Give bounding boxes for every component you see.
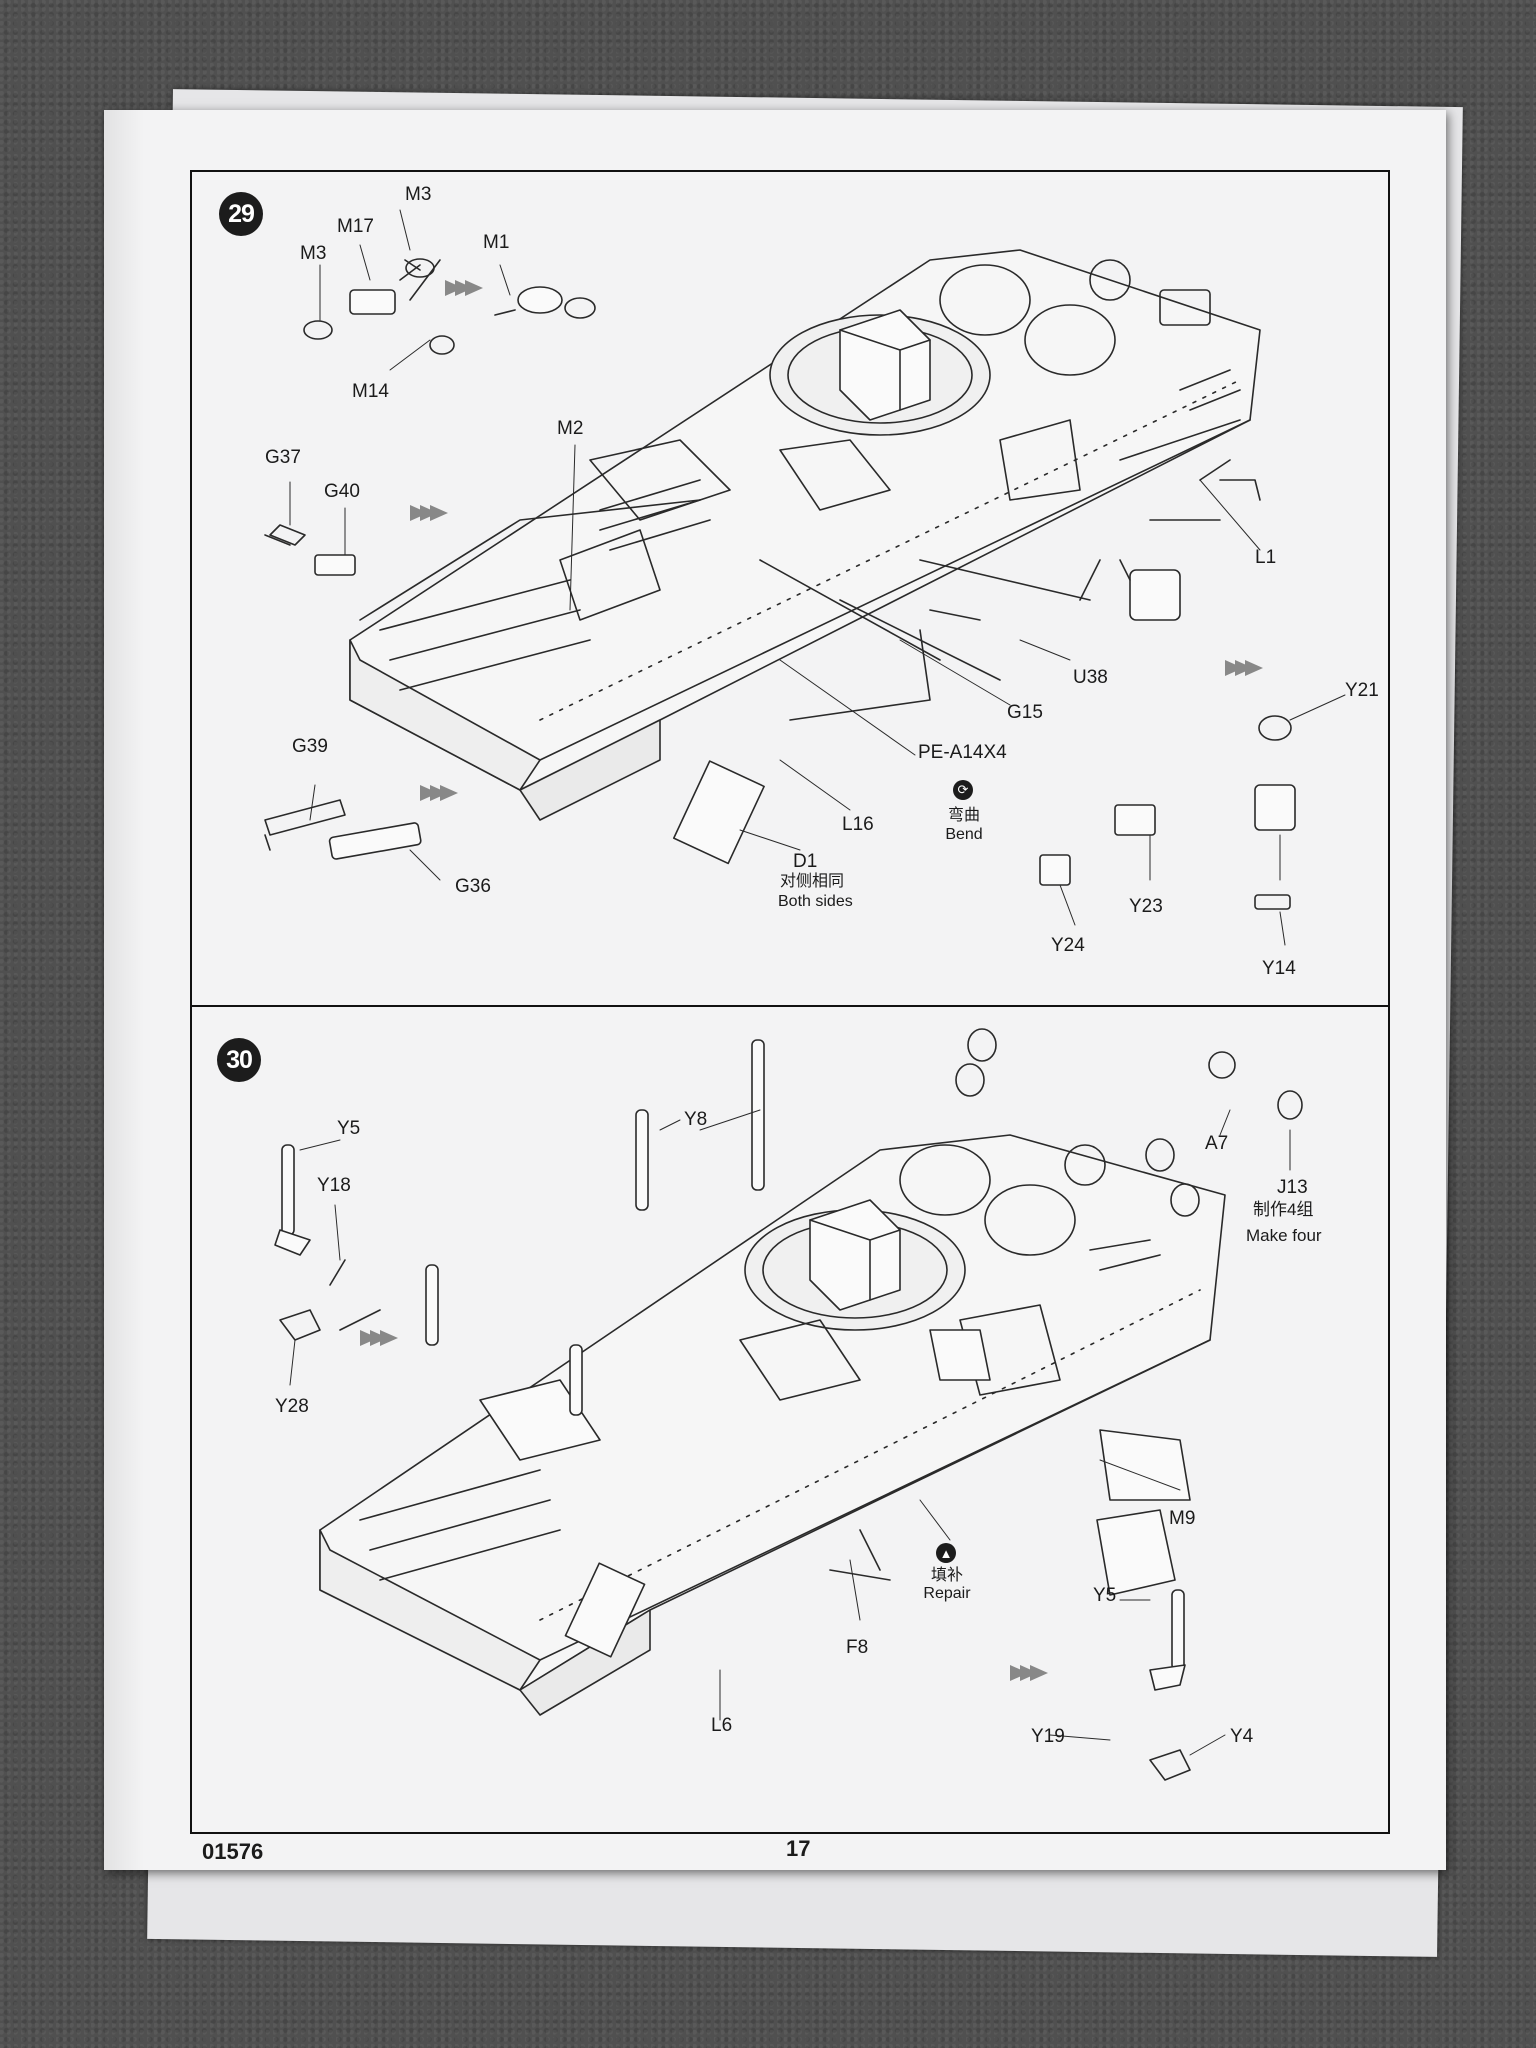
subparts-step29 <box>264 258 1296 910</box>
label-j13: J13 <box>1277 1177 1308 1198</box>
note-bend-chinese: 弯曲 <box>947 807 980 824</box>
note-make-four-chinese: 制作4组 <box>1253 1200 1314 1219</box>
label-y5: Y5 <box>1093 1585 1117 1606</box>
label-y5: Y5 <box>337 1118 361 1139</box>
repair-icon: ▲ <box>936 1543 956 1563</box>
label-y23: Y23 <box>1129 896 1163 917</box>
label-m14: M14 <box>352 381 389 402</box>
page-fold-shadow <box>104 110 144 1870</box>
note-both-sides-chinese: 对侧相同 <box>780 873 845 890</box>
label-g39: G39 <box>292 736 328 757</box>
leaders-step30 <box>289 1109 1291 1756</box>
bend-icon: ⟳ <box>953 780 973 800</box>
label-g15: G15 <box>1007 702 1043 723</box>
assembly-arrow-icon <box>360 1330 1048 1681</box>
note-repair-chinese: 填补 <box>930 1567 963 1584</box>
hull-drawing-step29 <box>349 249 1261 865</box>
label-a7: A7 <box>1205 1133 1229 1154</box>
label-pe-a14x4: PE-A14X4 <box>918 742 1007 763</box>
label-m17: M17 <box>337 216 374 237</box>
note-both-sides-english: Both sides <box>778 893 853 910</box>
antennas-step30 <box>274 1028 1303 1781</box>
leaders-step29 <box>289 209 1346 946</box>
label-g37: G37 <box>265 447 301 468</box>
label-g40: G40 <box>324 481 360 502</box>
label-g36: G36 <box>455 876 491 897</box>
step-30-badge: 30 <box>217 1038 261 1082</box>
label-m9: M9 <box>1169 1508 1196 1529</box>
label-u38: U38 <box>1073 667 1108 688</box>
label-y28: Y28 <box>275 1396 309 1417</box>
label-m3: M3 <box>405 184 432 205</box>
label-l16: L16 <box>842 814 874 835</box>
hull-drawing-step30 <box>319 1134 1226 1716</box>
step-divider <box>190 1005 1388 1007</box>
label-l1: L1 <box>1255 547 1277 568</box>
label-y24: Y24 <box>1051 935 1085 956</box>
label-y18: Y18 <box>317 1175 351 1196</box>
note-make-four-english: Make four <box>1246 1226 1322 1245</box>
note-repair-english: Repair <box>923 1585 971 1602</box>
label-m3: M3 <box>300 243 327 264</box>
label-f8: F8 <box>846 1637 869 1658</box>
label-y8: Y8 <box>684 1109 708 1130</box>
assembly-arrow-icon <box>410 280 1263 801</box>
label-d1: D1 <box>793 851 818 872</box>
page-number: 17 <box>786 1836 811 1861</box>
label-m2: M2 <box>557 418 584 439</box>
label-y14: Y14 <box>1262 958 1296 979</box>
page-frame <box>190 170 1390 1834</box>
label-y19: Y19 <box>1031 1726 1065 1747</box>
note-bend-english: Bend <box>945 826 983 843</box>
label-m1: M1 <box>483 232 510 253</box>
catalog-number: 01576 <box>202 1839 264 1864</box>
label-y4: Y4 <box>1230 1726 1254 1747</box>
label-l6: L6 <box>711 1715 733 1736</box>
label-y21: Y21 <box>1345 680 1379 701</box>
step-29-badge: 29 <box>219 192 263 236</box>
